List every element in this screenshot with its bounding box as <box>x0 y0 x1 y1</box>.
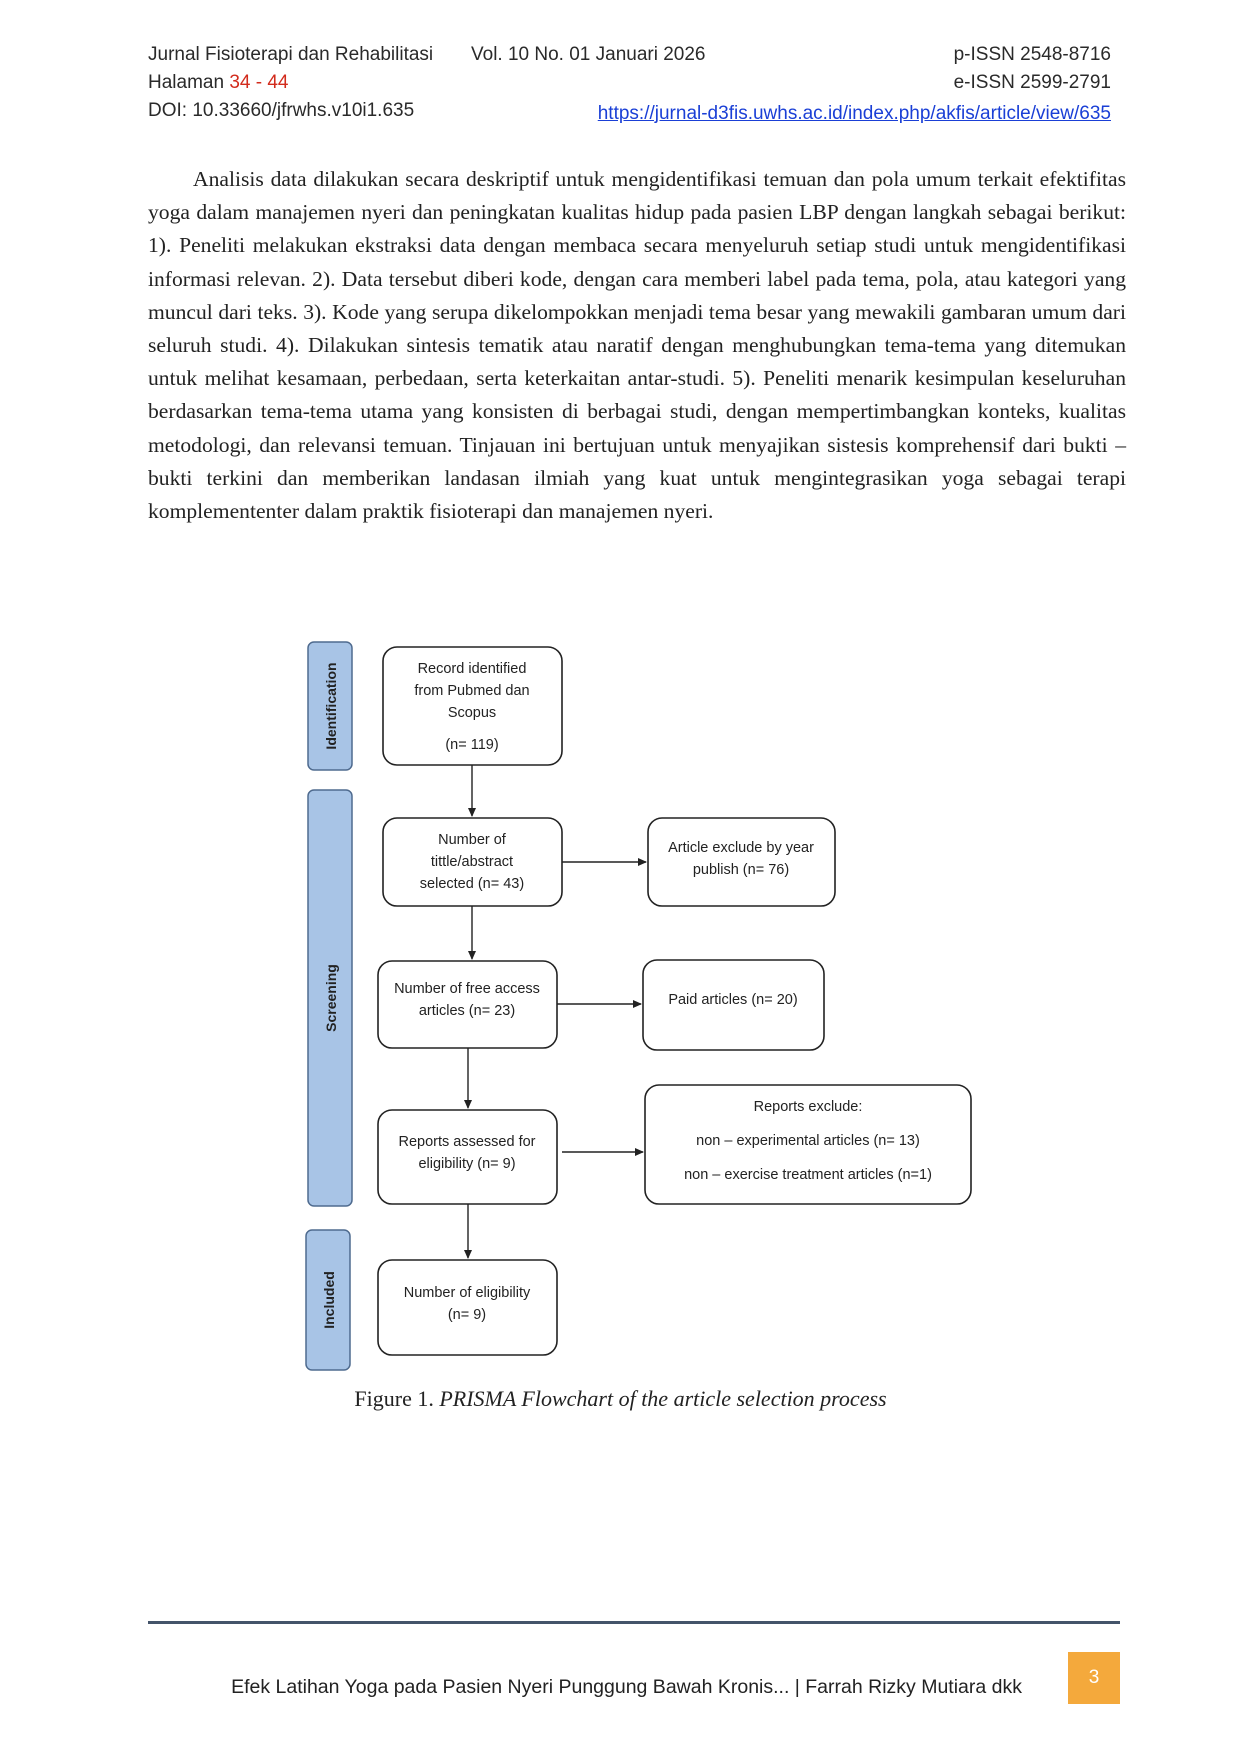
phase-included: Included <box>305 1229 351 1371</box>
footer-text: Efek Latihan Yoga pada Pasien Nyeri Pung… <box>231 1676 1022 1698</box>
eissn: e-ISSN 2599-2791 <box>953 72 1111 93</box>
caption-title: PRISMA Flowchart of the article selectio… <box>439 1386 887 1411</box>
box-identified-line3: Scopus <box>448 705 496 721</box>
box-paid-articles: Paid articles (n= 20) <box>642 959 825 1051</box>
phase-included-label: Included <box>321 1271 337 1329</box>
box-paid-line: Paid articles (n= 20) <box>668 992 797 1008</box>
paragraph-text: Analisis data dilakukan secara deskripti… <box>148 167 1126 524</box>
journal-name: Jurnal Fisioterapi dan Rehabilitasi <box>148 44 434 65</box>
box-identified-count: (n= 119) <box>445 737 498 753</box>
box-free-access-line1: Number of free access <box>394 981 540 997</box>
body-paragraph: Analisis data dilakukan secara deskripti… <box>148 163 1126 528</box>
doi: DOI: 10.33660/jfrwhs.v10i1.635 <box>148 100 415 121</box>
box-eligible-line1: Number of eligibility <box>404 1285 531 1301</box>
box-exclude-year-line2: publish (n= 76) <box>693 862 789 878</box>
box-reports-assessed: Reports assessed for eligibility (n= 9) <box>377 1109 558 1205</box>
box-assessed-line2: eligibility (n= 9) <box>418 1156 515 1172</box>
box-title-abstract-line1: Number of <box>438 832 507 848</box>
box-exclude-heading: Reports exclude: <box>754 1099 863 1115</box>
volume-info: Vol. 10 No. 01 Januari 2026 <box>471 44 706 65</box>
box-title-abstract-line3: selected (n= 43) <box>420 876 524 892</box>
box-number-eligibility: Number of eligibility (n= 9) <box>377 1259 558 1356</box>
box-title-abstract-line2: tittle/abstract <box>431 854 513 870</box>
pissn: p-ISSN 2548-8716 <box>953 44 1111 65</box>
box-records-identified: Record identified from Pubmed dan Scopus… <box>382 646 563 766</box>
footer-divider <box>148 1621 1120 1624</box>
box-title-abstract: Number of tittle/abstract selected (n= 4… <box>382 817 563 907</box>
box-eligible-line2: (n= 9) <box>448 1307 486 1323</box>
box-exclude-by-year: Article exclude by year publish (n= 76) <box>647 817 836 907</box>
figure-caption: Figure 1. PRISMA Flowchart of the articl… <box>0 1386 1241 1412</box>
box-exclude-line1: non – experimental articles (n= 13) <box>696 1133 920 1149</box>
box-exclude-year-line1: Article exclude by year <box>668 840 814 856</box>
article-url-link[interactable]: https://jurnal-d3fis.uwhs.ac.id/index.ph… <box>597 103 1111 124</box>
box-assessed-line1: Reports assessed for <box>398 1134 535 1150</box>
box-free-access: Number of free access articles (n= 23) <box>377 960 558 1049</box>
phase-screening-label: Screening <box>323 964 339 1032</box>
phase-screening: Screening <box>307 789 353 1207</box>
box-exclude-line2: non – exercise treatment articles (n=1) <box>684 1167 932 1183</box>
box-identified-line1: Record identified <box>418 661 527 677</box>
box-identified-line2: from Pubmed dan <box>414 683 529 699</box>
pages-info: Halaman 34 - 44 <box>148 72 288 94</box>
phase-identification: Identification <box>307 641 353 771</box>
box-free-access-line2: articles (n= 23) <box>419 1003 515 1019</box>
caption-prefix: Figure 1. <box>354 1386 440 1411</box>
box-reports-exclude: Reports exclude: non – experimental arti… <box>644 1084 972 1205</box>
page-number: 3 <box>1068 1652 1120 1704</box>
pages-range: 34 - 44 <box>229 72 289 93</box>
phase-identification-label: Identification <box>323 662 339 749</box>
pages-label: Halaman <box>148 72 230 93</box>
